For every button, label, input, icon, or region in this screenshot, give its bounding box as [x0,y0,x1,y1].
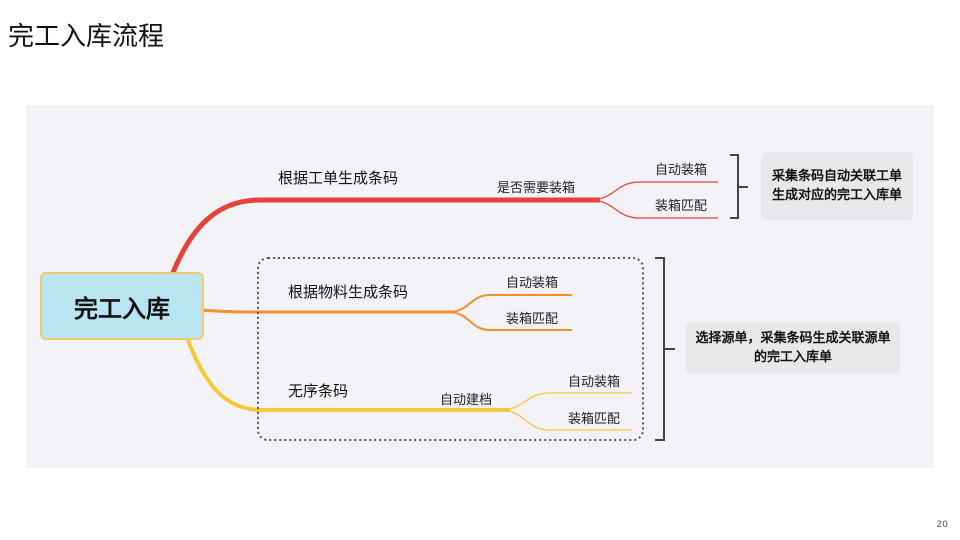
bracket-2 [655,257,675,441]
leaf-label: 自动装箱 [655,163,708,178]
central-node: 完工入库 [40,272,204,340]
sub-label: 是否需要装箱 [497,181,576,196]
branch-label: 根据工单生成条码 [278,169,399,187]
dashed-group-box [257,257,644,441]
branch-label: 根据物料生成条码 [288,283,409,301]
leaf-label: 装箱匹配 [655,199,708,214]
leaf-label: 自动装箱 [568,375,621,390]
page-title: 完工入库流程 [8,22,165,52]
branch-line-1 [169,197,600,276]
bracket-1 [730,154,748,219]
sub-label: 自动建档 [440,393,493,408]
branch-label: 无序条码 [288,382,349,400]
page-number: 20 [936,520,948,530]
leaf-label: 装箱匹配 [568,412,621,427]
note-box: 选择源单，采集条码生成关联源单的完工入库单 [686,322,900,374]
note-box: 采集条码自动关联工单生成对应的完工入库单 [761,152,913,220]
branch-line-3 [185,337,510,412]
leaf-label: 装箱匹配 [506,312,559,327]
leaf-label: 自动装箱 [506,276,559,291]
branch-line-2 [199,308,455,314]
